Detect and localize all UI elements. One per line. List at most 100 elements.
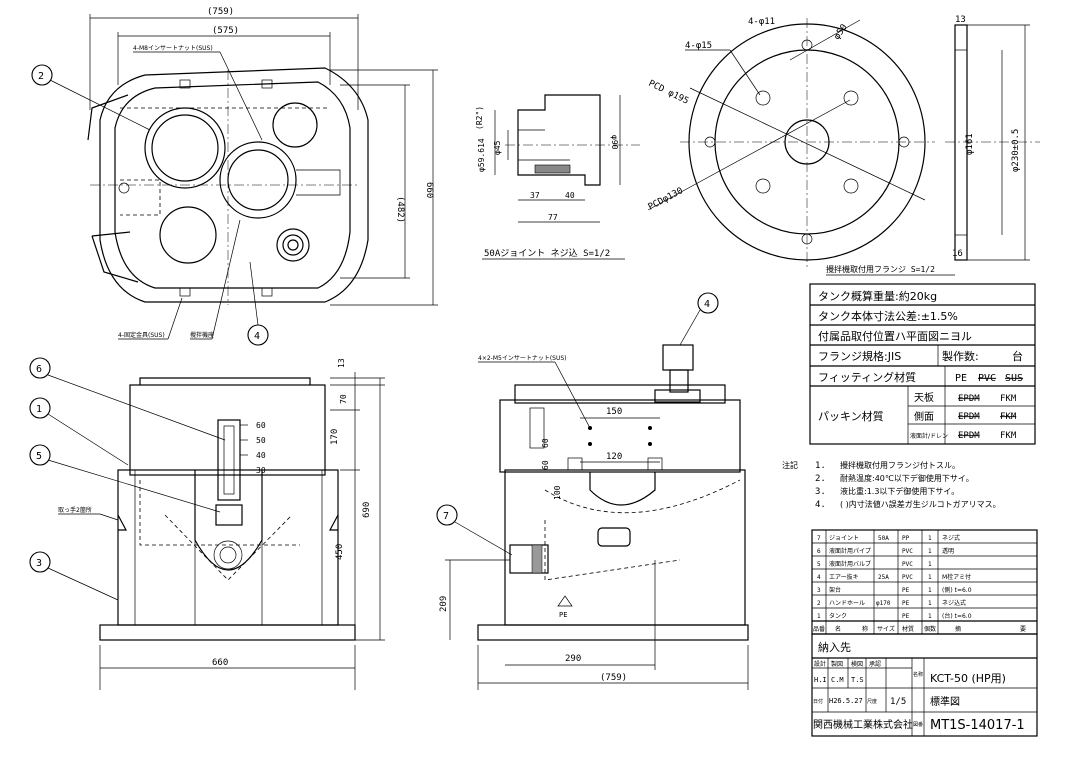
- spec-packing-side: 側面: [914, 410, 934, 423]
- dim-70: 70: [339, 394, 348, 404]
- pcd-130: PCDφ130: [647, 186, 685, 213]
- note-3-num: 3.: [815, 487, 826, 497]
- title-block: 納入先 設計 製図 検図 承認 H.I C.M T.S 名称 KCT-50 (H…: [811, 633, 1038, 737]
- tb-std: 標準図: [930, 695, 960, 708]
- pl-r5-qty: 1: [928, 561, 932, 568]
- fkm-level: FKM: [1000, 431, 1017, 441]
- tb-dwg-label: 図番: [913, 721, 923, 728]
- dim-100: 100: [553, 485, 562, 500]
- spec-packing-top: 天板: [914, 391, 934, 404]
- balloon-1: 1: [36, 404, 42, 415]
- pl-r3-mat: PE: [902, 587, 910, 594]
- spec-qty-label: 製作数:: [942, 349, 979, 363]
- pl-h-note2: 要: [1020, 626, 1026, 633]
- dim-290: 290: [565, 654, 581, 664]
- pl-r2-size: φ170: [876, 600, 891, 607]
- pl-r6-note: 透明: [942, 547, 954, 555]
- spec-packing-label: パッキン材質: [818, 409, 884, 423]
- balloon-2-plan: 2: [38, 71, 44, 82]
- balloon-5: 5: [36, 451, 42, 462]
- front-view: 60 50 40 30 取っ手2箇所 13 70 170 450 690 660: [58, 358, 385, 690]
- dim-161: φ161: [965, 133, 975, 155]
- note-4: ( )内寸法値ハ誤差ガ生ジルコトガアリマス。: [840, 499, 1001, 509]
- pl-h-size: サイズ: [877, 625, 895, 633]
- dim-59: φ59.614: [477, 138, 486, 172]
- flange-caption: 攪拌機取付用フランジ S=1/2: [826, 264, 935, 274]
- note-2: 耐熱温度:40℃以下デ御使用下サイ。: [840, 473, 974, 483]
- pl-r2-qty: 1: [928, 600, 932, 607]
- spec-attach: 付属品取付位置ハ平面図ニヨル: [818, 329, 972, 343]
- epdm-top: EPDM: [958, 394, 980, 404]
- pl-r4-mat: PVC: [902, 574, 913, 581]
- dim-13-flange: 13: [955, 15, 966, 25]
- tb-scale-label: 尺度: [867, 698, 877, 705]
- note-3: 液比重:1.3以下デ御使用下サイ。: [840, 486, 959, 496]
- dim-482: (482): [395, 196, 405, 223]
- dim-120: 120: [606, 452, 622, 462]
- tb-scale: 1/5: [890, 697, 906, 707]
- notes-title: 注記: [782, 460, 798, 470]
- label-insert-nut: 4-M8インサートナット(SUS): [133, 45, 213, 52]
- dim-77: 77: [548, 213, 558, 222]
- pl-r1-qty: 1: [928, 613, 932, 620]
- note-4-num: 4.: [815, 500, 826, 510]
- note-1-num: 1.: [815, 461, 826, 471]
- pl-r6-name: 液面計用パイプ: [829, 547, 871, 555]
- pl-r5-name: 液面計用バルブ: [829, 560, 871, 568]
- balloons: 2 4 6 1 5 3 4 7: [29, 64, 719, 601]
- balloon-4-plan: 4: [254, 331, 260, 342]
- pl-r7-note: ネジ式: [942, 534, 960, 542]
- spec-table: タンク概算重量:約20kg タンク本体寸法公差:±1.5% 付属品取付位置ハ平面…: [809, 283, 1036, 445]
- pl-r4-size: 25A: [878, 574, 889, 581]
- side-view: 4×2-M5インサートナット(SUS) 150 120 60 60 100 20…: [439, 344, 749, 690]
- fkm-side: FKM: [1000, 412, 1017, 422]
- spec-qty-unit: 台: [1012, 349, 1023, 363]
- scale-40: 40: [256, 451, 266, 460]
- pl-r4-qty: 1: [928, 574, 932, 581]
- dim-690: 690: [362, 502, 372, 518]
- spec-fitting-sus: SUS: [1005, 373, 1023, 384]
- balloon-6: 6: [36, 364, 42, 375]
- dim-37: 37: [530, 191, 540, 200]
- tb-approved: 承認: [869, 660, 881, 668]
- joint-view: (R2") φ59.614 φ45 φ90 37 40 77 50Aジョイント …: [475, 94, 640, 260]
- pl-r7-mat: PP: [902, 535, 910, 542]
- holes-11: 4-φ11: [748, 17, 775, 27]
- dim-575: (575): [212, 26, 239, 36]
- pl-r7-size: 50A: [878, 535, 889, 542]
- pl-r3-name: 架台: [829, 586, 841, 594]
- dim-r2: (R2"): [475, 106, 484, 130]
- tb-product: KCT-50 (HP用): [930, 672, 1006, 685]
- dim-660-plan: 660: [424, 182, 434, 198]
- pl-h-name1: 名: [835, 625, 841, 633]
- pl-r6-no: 6: [817, 548, 821, 555]
- pl-r7-no: 7: [817, 535, 821, 542]
- balloon-7: 7: [443, 511, 449, 522]
- dim-60a: 60: [541, 438, 550, 448]
- fkm-top: FKM: [1000, 394, 1017, 404]
- dim-45: φ45: [493, 140, 502, 155]
- pl-r3-no: 3: [817, 587, 821, 594]
- pe-mark: PE: [559, 611, 567, 619]
- label-insert-side: 4×2-M5インサートナット(SUS): [478, 355, 567, 362]
- tb-design-v: H.I: [814, 676, 827, 684]
- dim-60b: 60: [541, 460, 550, 470]
- pl-h-qty: 個数: [924, 625, 936, 633]
- dim-450: 450: [335, 544, 345, 560]
- pl-r2-no: 2: [817, 600, 821, 607]
- spec-fitting-pe: PE: [955, 373, 967, 384]
- plan-view: (759) (575) 4-M8インサートナット(SUS): [87, 7, 438, 340]
- scale-60: 60: [256, 421, 266, 430]
- label-handle: 取っ手2箇所: [58, 506, 92, 514]
- joint-caption: 50Aジョイント ネジ込 S=1/2: [484, 248, 610, 259]
- pl-r1-name: タンク: [829, 612, 847, 620]
- spec-weight: タンク概算重量:約20kg: [818, 289, 937, 303]
- pl-r4-name: エアー抜キ: [829, 573, 859, 581]
- pl-r1-no: 1: [817, 613, 821, 620]
- pl-r5-mat: PVC: [902, 561, 913, 568]
- tb-date-label: 日付: [813, 698, 823, 705]
- holes-15: 4-φ15: [685, 41, 712, 51]
- pl-r3-qty: 1: [928, 587, 932, 594]
- pl-h-mat: 材質: [902, 625, 914, 633]
- spec-packing-level: 液面計/ドレン: [910, 432, 948, 440]
